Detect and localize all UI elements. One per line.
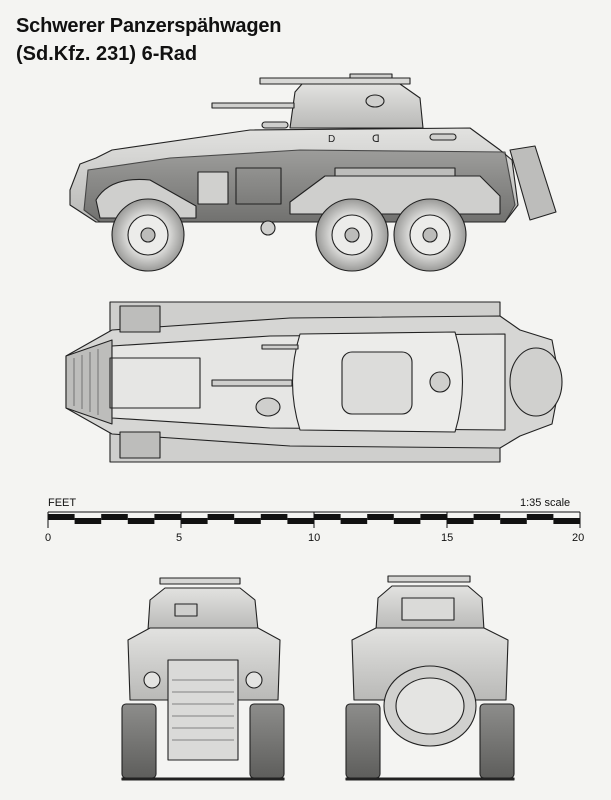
top-turret-hatch [341,351,413,415]
scale-segment [207,514,235,520]
front-right-headlamp [245,671,263,689]
plate-subtitle: (Sd.Kfz. 231) 6-Rad [16,43,198,65]
side-door [235,167,282,205]
top-spare-wheel [509,347,563,417]
scale-segment [48,514,75,520]
rear-roof-rail [387,575,471,583]
scale-segment [287,518,314,524]
top-commander-cupola [255,397,281,417]
side-roof-rail [259,77,411,85]
top-front-right-flap [119,431,161,459]
scale-tick-20: 20 [572,532,585,544]
scale-segment [154,514,181,520]
scale-segment [500,518,527,524]
scale-segment [260,514,288,520]
top-front-grille [65,339,113,425]
top-engine-hatch [109,357,201,409]
scale-tick-10: 10 [308,532,321,544]
front-turret [147,587,259,631]
scale-segment [420,514,447,520]
svg-text:D: D [328,134,335,145]
top-main-gun [211,379,293,387]
side-toolbox [197,171,229,205]
front-roof-rail [159,577,241,585]
scale-segment [393,518,421,524]
scale-segment [473,514,501,520]
scale-tick-0: 0 [45,532,52,544]
side-headlamp-front [261,121,289,129]
scale-ratio-label: 1:35 scale [520,497,571,509]
side-turret-hatch [365,94,385,108]
scale-segment [101,514,128,520]
side-drive-hub [260,220,276,236]
scale-segment [181,518,208,524]
plate-title: Schwerer Panzerspähwagen [16,15,282,37]
side-aa-gun [349,73,393,79]
top-rear-periscope [429,371,451,393]
front-right-tyre [249,703,285,779]
rear-turret-hatch [401,597,455,621]
side-front-wheel [111,198,185,272]
scale-segment [127,518,155,524]
front-left-headlamp [143,671,161,689]
side-view: D ᗡ [69,73,557,272]
top-front-left-flap [119,305,161,333]
rear-view [345,575,515,781]
scale-unit-label: FEET [48,497,77,509]
side-rear-wheel [393,198,467,272]
front-radiator [167,659,239,761]
side-rear-fender [289,175,501,215]
top-view [65,301,563,463]
scale-segment [74,518,102,524]
side-hatch-rear [429,133,457,141]
scale-segment [234,518,261,524]
scale-segment [447,518,474,524]
svg-text:ᗡ: ᗡ [372,134,380,145]
side-spare-wheel [509,145,557,221]
side-middle-wheel [315,198,389,272]
side-stowage-rack [334,167,456,177]
scale-bar [47,511,581,528]
scale-tick-15: 15 [441,532,454,544]
scale-segment [553,518,580,524]
scale-segment [314,514,341,520]
side-main-gun [211,102,295,109]
side-turret [289,83,424,129]
scale-tick-5: 5 [176,532,183,544]
rear-left-tyre [345,703,381,779]
rear-hull [351,627,509,701]
top-aa-gun [261,344,299,350]
scale-segment [526,514,554,520]
front-left-tyre [121,703,157,779]
rear-right-tyre [479,703,515,779]
front-mantlet [174,603,198,617]
front-view [121,577,285,781]
scale-segment [367,514,394,520]
scale-segment [340,518,368,524]
